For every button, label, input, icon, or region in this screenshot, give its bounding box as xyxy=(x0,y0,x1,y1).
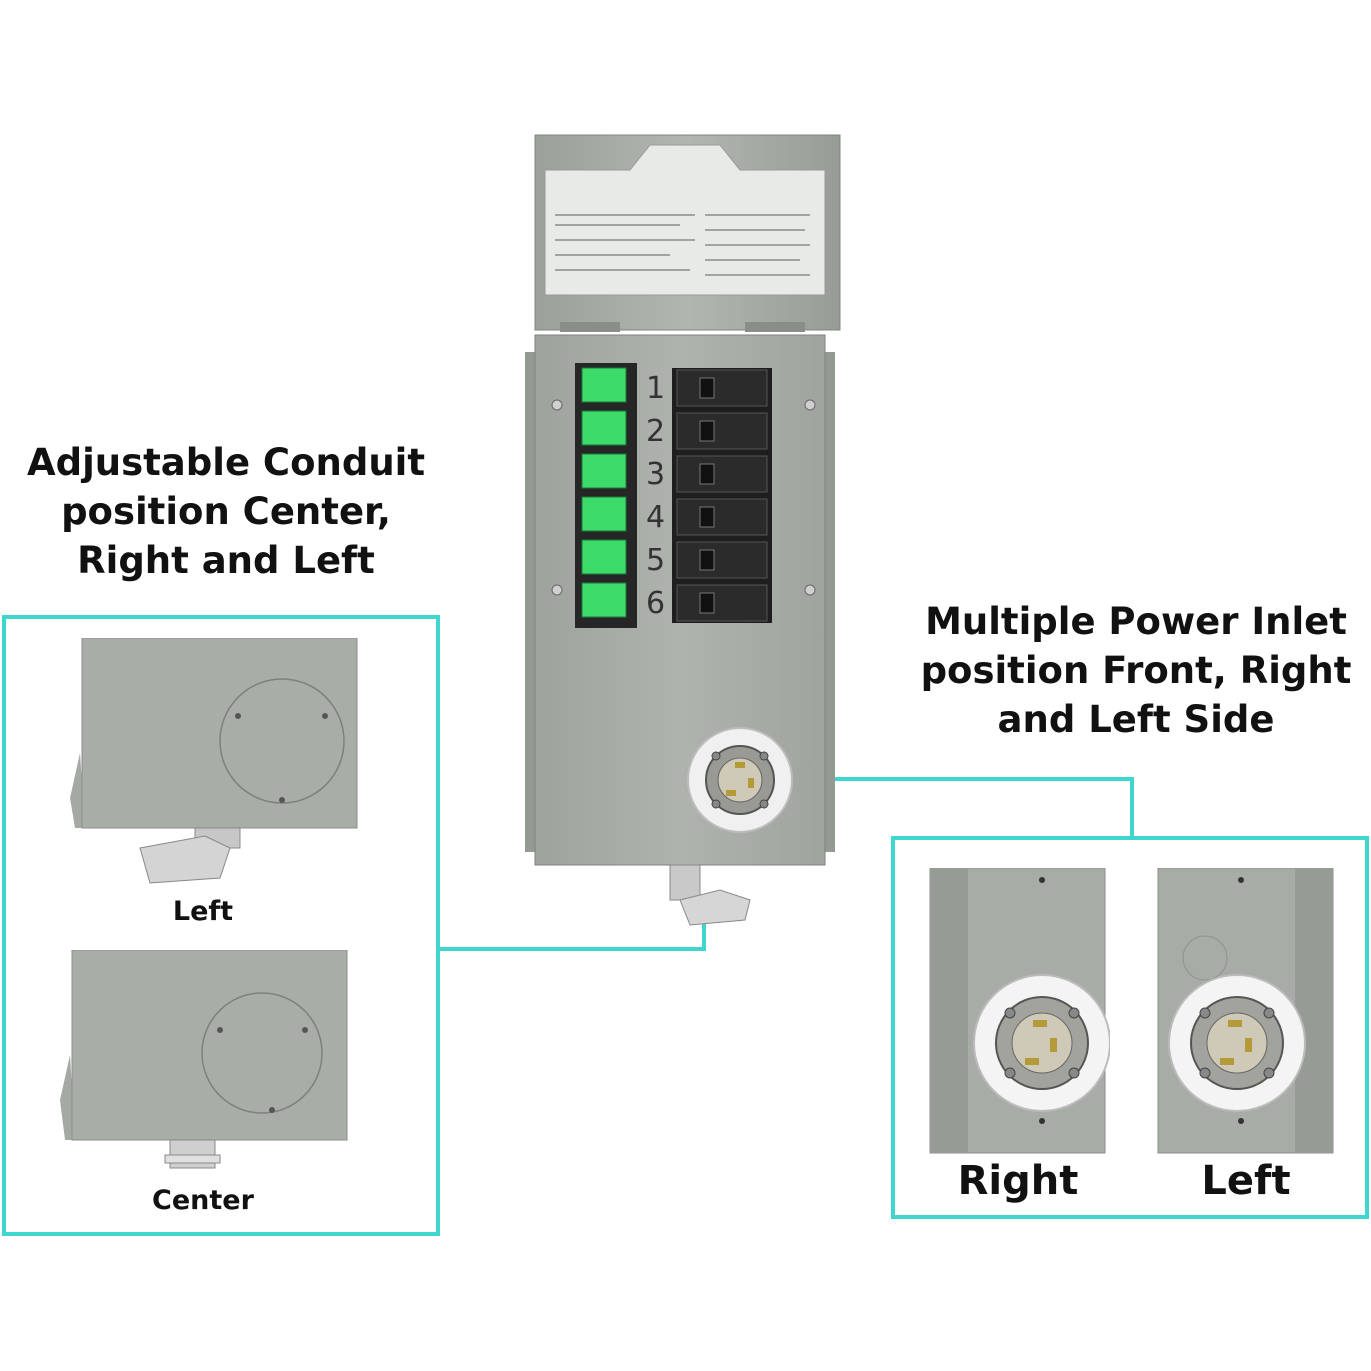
breaker-toggle-4[interactable] xyxy=(699,506,715,528)
circuit-number-6: 6 xyxy=(646,586,665,621)
circuit-breaker-1[interactable] xyxy=(676,369,768,407)
right-connector-vertical xyxy=(1130,777,1134,838)
inlet-right-side-view xyxy=(929,868,1110,1154)
conduit-center-view xyxy=(60,950,348,1169)
conduit-positions-panel xyxy=(2,615,440,1236)
circuit-switch-6[interactable] xyxy=(581,582,627,618)
inlet-heading-line1: Multiple Power Inlet xyxy=(925,600,1347,643)
breaker-toggle-3[interactable] xyxy=(699,463,715,485)
circuit-switch-2[interactable] xyxy=(581,410,627,446)
inlet-right-label: Right xyxy=(957,1158,1079,1204)
conduit-heading-line1: Adjustable Conduit xyxy=(26,441,426,484)
panel-lid[interactable] xyxy=(534,134,841,332)
breaker-toggle-6[interactable] xyxy=(699,592,715,614)
transfer-switch-panel: 1 2 3 4 5 6 xyxy=(525,134,841,926)
front-power-inlet[interactable] xyxy=(687,727,793,833)
circuit-number-5: 5 xyxy=(646,543,665,578)
inlet-left-side-view xyxy=(1157,868,1334,1154)
circuit-breaker-4[interactable] xyxy=(676,498,768,536)
conduit-left-label: Left xyxy=(172,896,234,927)
circuit-breaker-6[interactable] xyxy=(676,584,768,622)
circuit-switch-5[interactable] xyxy=(581,539,627,575)
conduit-heading: Adjustable Conduit position Center, Righ… xyxy=(10,438,442,585)
left-connector-horizontal xyxy=(440,947,706,951)
inlet-heading: Multiple Power Inlet position Front, Rig… xyxy=(905,597,1367,744)
inlet-heading-line2: position Front, Right xyxy=(920,649,1352,692)
left-connector-vertical xyxy=(702,905,706,951)
conduit-center-label: Center xyxy=(152,1185,254,1216)
right-connector-horizontal xyxy=(795,777,1134,781)
circuit-switch-4[interactable] xyxy=(581,496,627,532)
breaker-toggle-5[interactable] xyxy=(699,549,715,571)
circuit-breaker-5[interactable] xyxy=(676,541,768,579)
breaker-toggle-2[interactable] xyxy=(699,420,715,442)
circuit-switch-1[interactable] xyxy=(581,367,627,403)
conduit-heading-line3: Right and Left xyxy=(77,539,375,582)
inlet-heading-line3: and Left Side xyxy=(997,698,1275,741)
circuit-number-1: 1 xyxy=(646,371,665,406)
circuit-breaker-2[interactable] xyxy=(676,412,768,450)
inlet-positions-panel xyxy=(891,836,1369,1219)
circuit-number-3: 3 xyxy=(646,457,665,492)
inlet-left-label: Left xyxy=(1201,1158,1291,1204)
circuit-number-2: 2 xyxy=(646,414,665,449)
circuit-switch-3[interactable] xyxy=(581,453,627,489)
circuit-number-4: 4 xyxy=(646,500,665,535)
circuit-breaker-3[interactable] xyxy=(676,455,768,493)
conduit-heading-line2: position Center, xyxy=(61,490,391,533)
breaker-toggle-1[interactable] xyxy=(699,377,715,399)
conduit-left-view xyxy=(70,638,358,884)
bottom-conduit-fitting xyxy=(669,864,751,926)
